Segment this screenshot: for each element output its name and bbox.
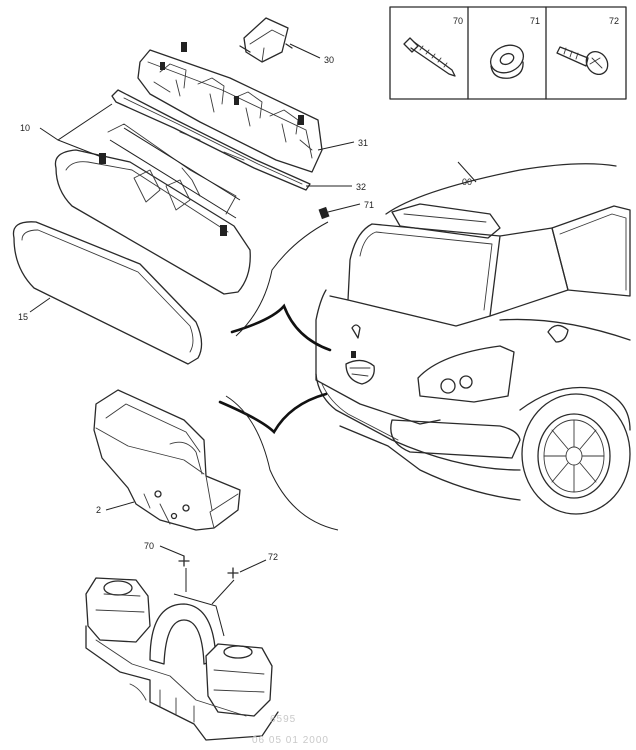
clip-30 — [239, 17, 293, 63]
label-72: 72 — [268, 552, 278, 562]
lock-mechanism — [85, 577, 279, 741]
fastener-71-upper — [318, 206, 330, 220]
lens-cover-15 — [12, 221, 203, 365]
label-inset-71: 71 — [530, 16, 540, 26]
inset-washer-71 — [489, 44, 525, 79]
stamp-line-1: 6595 — [270, 714, 296, 725]
lamp-housing-10 — [54, 123, 251, 295]
callout-curves — [218, 221, 339, 531]
part-labels: 10 15 2 30 31 32 71 70 72 00 70 71 72 — [18, 16, 619, 562]
label-car: 00 — [462, 177, 472, 187]
label-70: 70 — [144, 541, 154, 551]
chrome-strip-32 — [111, 89, 311, 191]
leader-lines — [29, 43, 477, 637]
label-15: 15 — [18, 312, 28, 322]
inset-bolt-72 — [556, 46, 609, 76]
label-inset-70: 70 — [453, 16, 463, 26]
fastener-70-lower — [178, 555, 190, 567]
lock-housing-2 — [93, 389, 241, 531]
stamp-line-2: 06 05 01 2000 — [252, 735, 329, 746]
label-2: 2 — [96, 505, 101, 515]
label-inset-72: 72 — [609, 16, 619, 26]
inset-screw-70 — [403, 37, 456, 77]
label-30: 30 — [324, 55, 334, 65]
label-31: 31 — [358, 138, 368, 148]
label-71: 71 — [364, 200, 374, 210]
handle-bracket-31 — [137, 42, 323, 173]
label-10: 10 — [20, 123, 30, 133]
fastener-inset-box — [389, 6, 627, 100]
label-32: 32 — [356, 182, 366, 192]
hatchback-car — [315, 163, 631, 515]
document-stamp: 6595 06 05 01 2000 — [252, 714, 329, 746]
fastener-72-lower — [227, 567, 239, 579]
